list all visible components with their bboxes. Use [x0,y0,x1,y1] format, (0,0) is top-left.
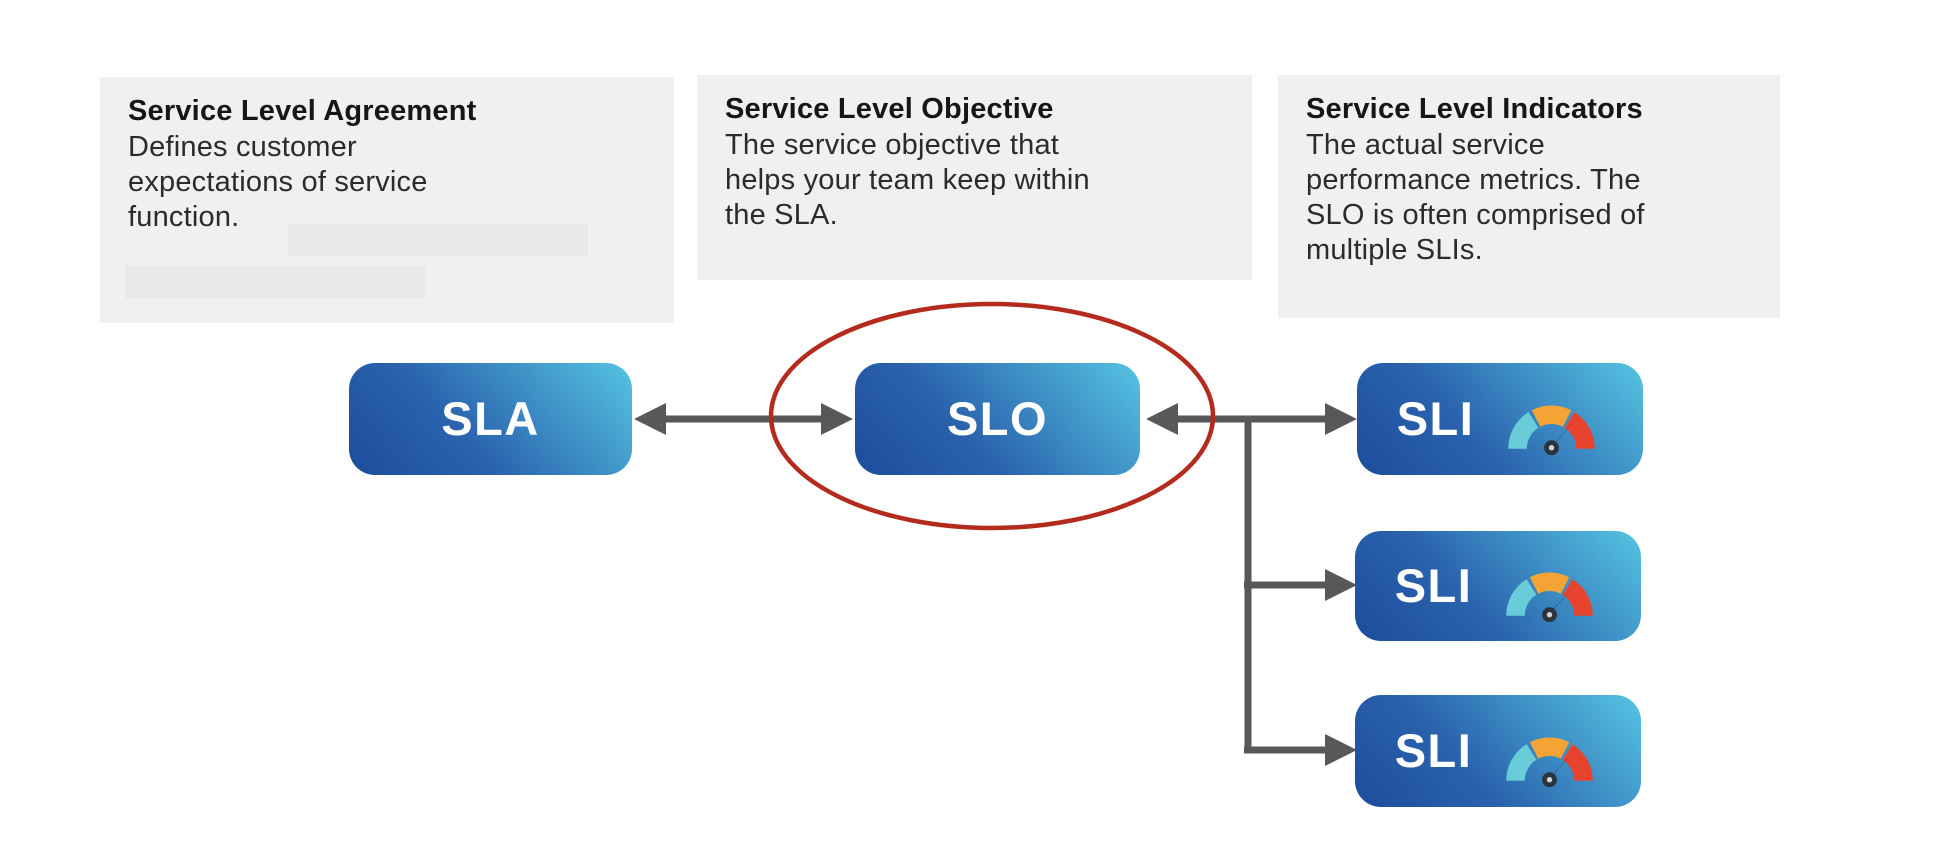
node-label: SLI [1394,723,1473,777]
redacted-text-placeholder [288,224,588,256]
node-label: SLO [946,391,1049,445]
arrowhead-right [1325,569,1357,601]
node-label: SLI [1394,558,1473,612]
definition-box-sla: Service Level Agreement Defines customer… [100,77,674,323]
node-sla: SLA [349,363,632,475]
arrowhead-left [634,403,666,435]
node-slo: SLO [855,363,1140,475]
arrowhead-right [821,403,853,435]
definition-title: Service Level Indicators [1306,93,1643,125]
definition-body: Defines customer expectations of service… [128,131,428,233]
node-label: SLI [1396,391,1475,445]
definition-box-sli: Service Level Indicators The actual serv… [1278,75,1780,318]
node-label: SLA [441,391,540,445]
speedometer-icon [1506,737,1594,788]
node-sli-1: SLI [1357,363,1643,475]
arrowhead-right [1325,403,1357,435]
definition-box-slo: Service Level Objective The service obje… [697,75,1252,280]
definition-title: Service Level Objective [725,93,1054,125]
speedometer-icon [1506,572,1594,623]
node-sli-2: SLI [1355,531,1641,641]
redacted-text-placeholder [125,265,425,298]
node-sli-3: SLI [1355,695,1641,807]
arrowhead-left [1146,403,1178,435]
definition-body: The service objective that helps your te… [725,129,1090,231]
definition-body: The actual service performance metrics. … [1306,129,1645,266]
speedometer-icon [1508,405,1596,456]
definition-title: Service Level Agreement [128,95,477,127]
arrowhead-right [1325,734,1357,766]
